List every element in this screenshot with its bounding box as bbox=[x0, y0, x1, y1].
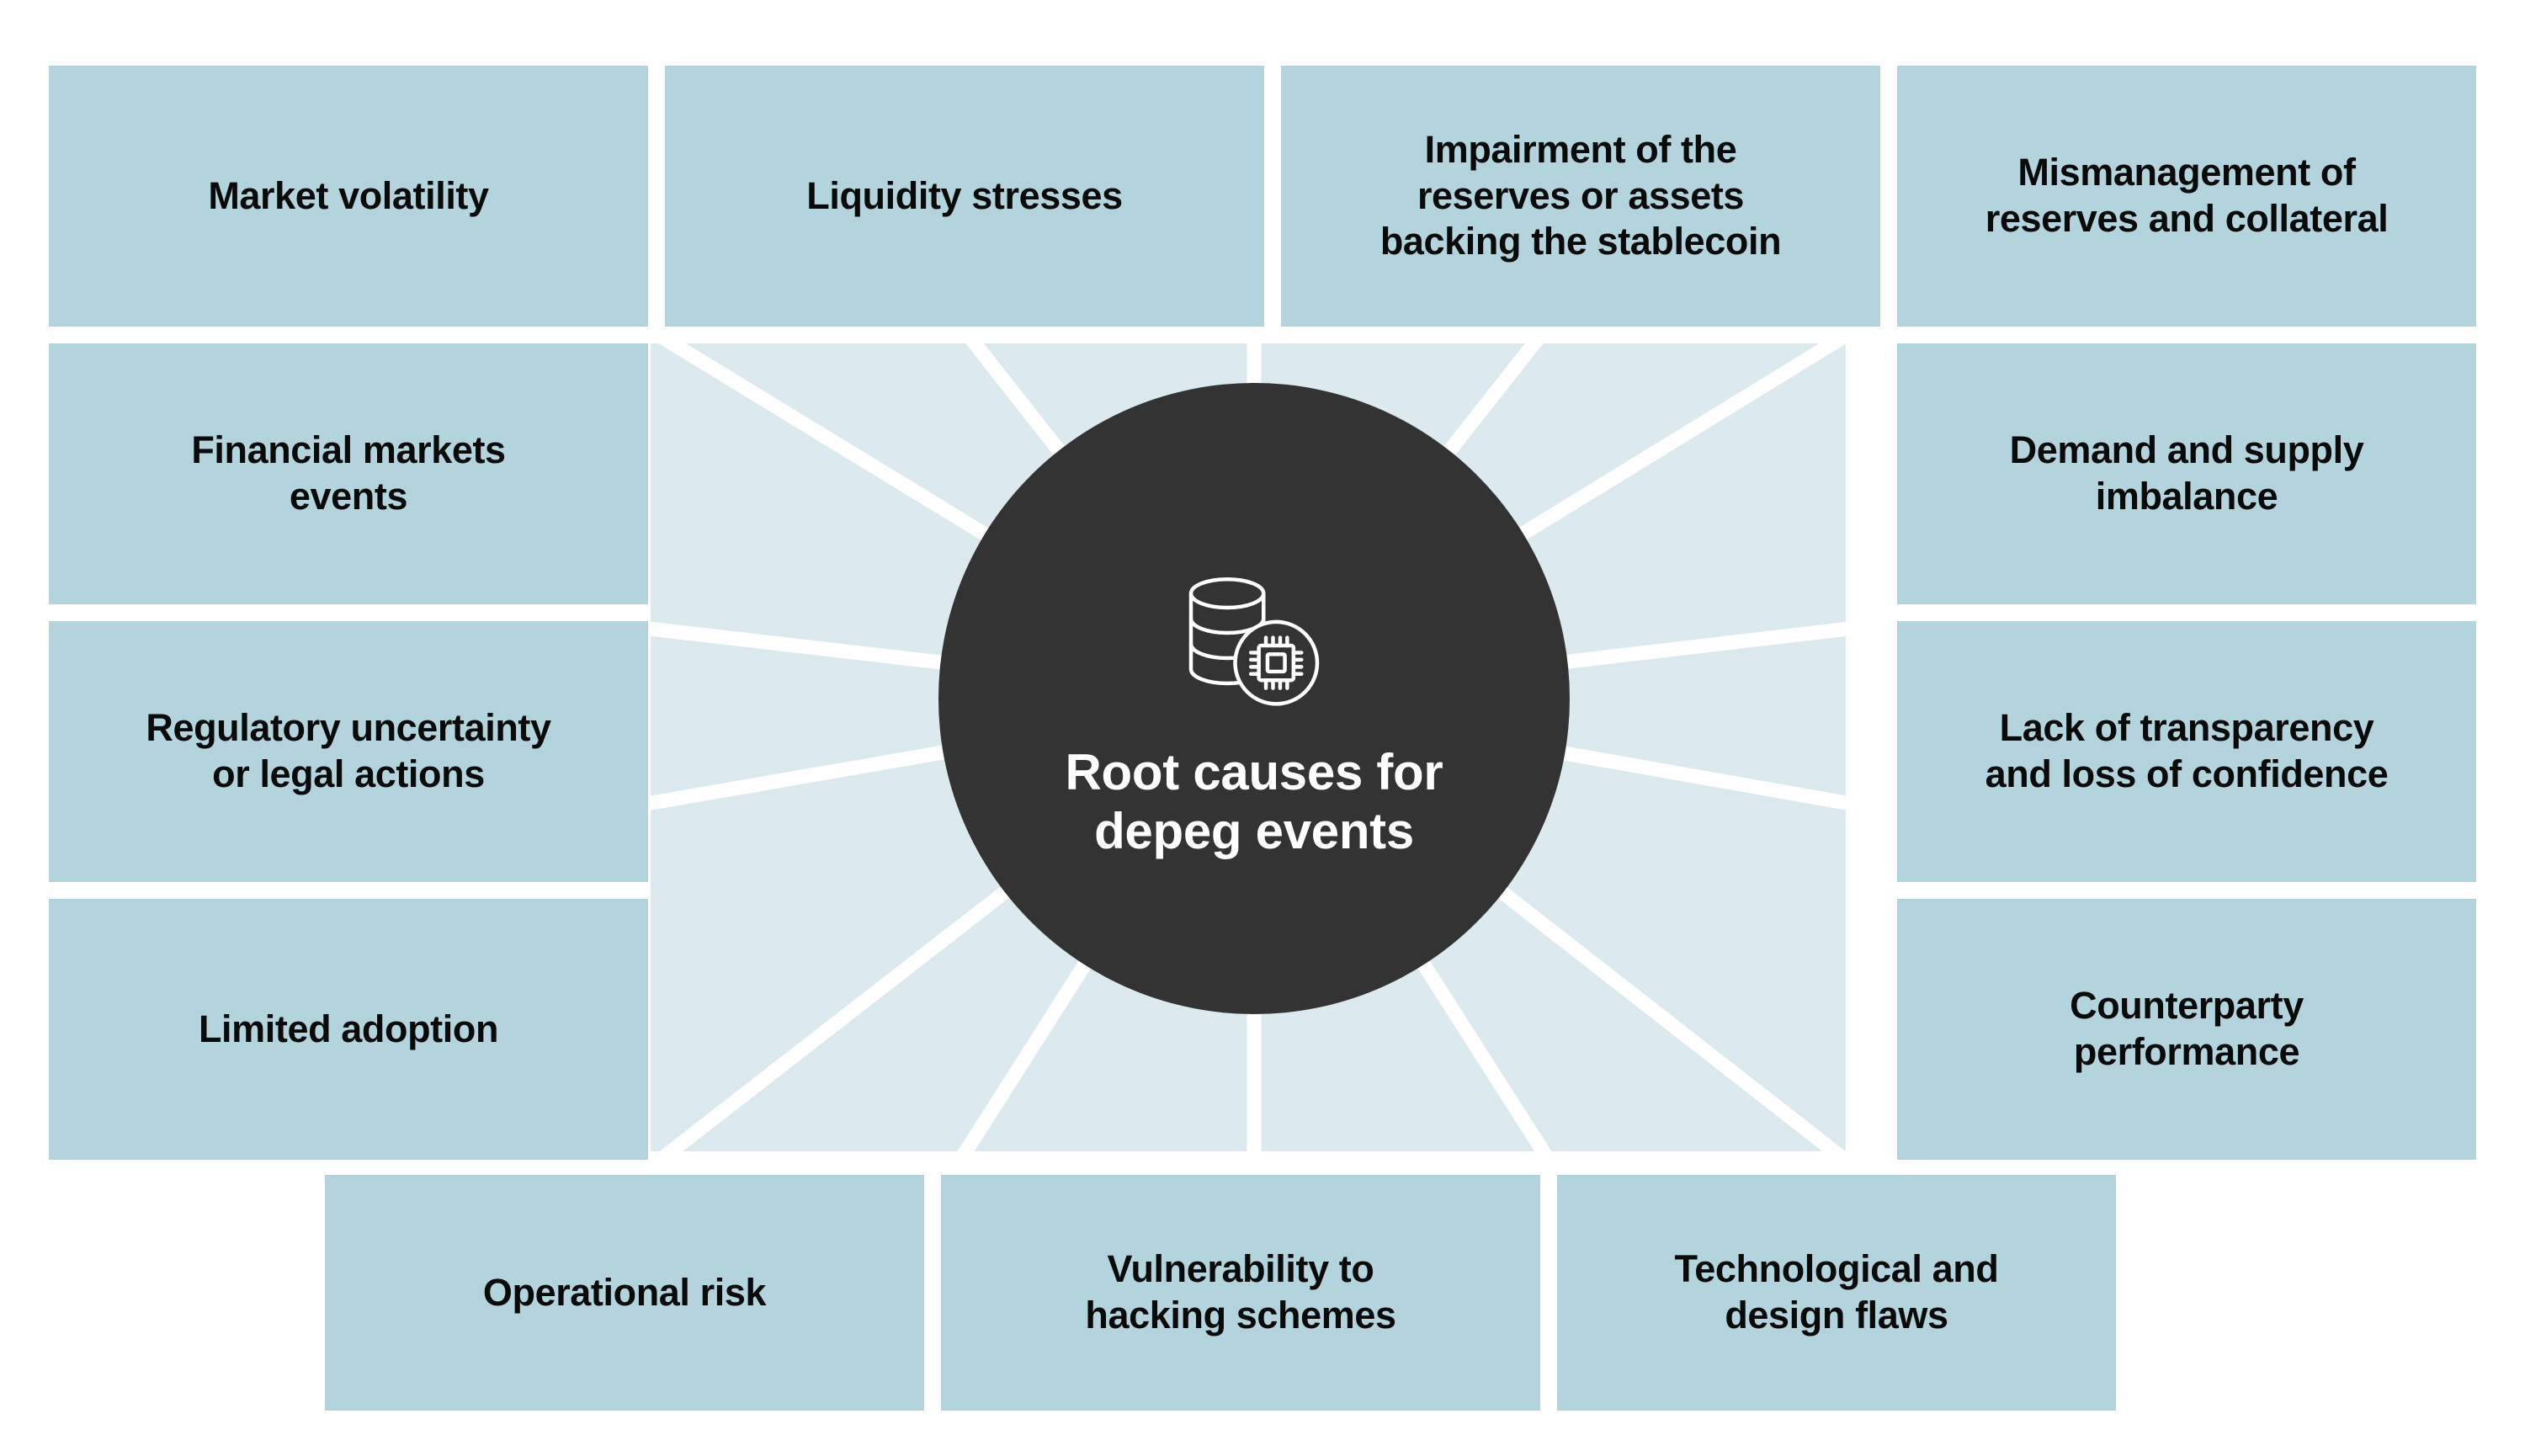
node-label: Vulnerability to hacking schemes bbox=[1085, 1247, 1396, 1336]
node-limited-adoption[interactable]: Limited adoption bbox=[49, 899, 648, 1160]
hub-center-circle[interactable]: Root causes for depeg events bbox=[938, 383, 1570, 1014]
node-label: Technological and design flaws bbox=[1674, 1247, 1999, 1336]
node-label: Market volatility bbox=[208, 173, 489, 217]
node-label: Financial markets events bbox=[191, 428, 506, 518]
node-financial-markets-events[interactable]: Financial markets events bbox=[49, 343, 648, 604]
node-lack-of-transparency[interactable]: Lack of transparency and loss of confide… bbox=[1897, 621, 2476, 882]
node-operational-risk[interactable]: Operational risk bbox=[325, 1175, 924, 1411]
node-mismanagement-of-reserves[interactable]: Mismanagement of reserves and collateral bbox=[1897, 66, 2476, 327]
node-label: Mismanagement of reserves and collateral bbox=[1985, 151, 2389, 240]
node-label: Demand and supply imbalance bbox=[2009, 428, 2364, 518]
node-label: Operational risk bbox=[482, 1270, 767, 1314]
node-label: Liquidity stresses bbox=[806, 173, 1123, 217]
node-label: Impairment of the reserves or assets bac… bbox=[1379, 127, 1782, 263]
database-chip-icon bbox=[1188, 577, 1320, 707]
node-liquidity-stresses[interactable]: Liquidity stresses bbox=[665, 66, 1264, 327]
node-technological-design-flaws[interactable]: Technological and design flaws bbox=[1557, 1175, 2116, 1411]
hub-title: Root causes for depeg events bbox=[1065, 744, 1443, 859]
node-market-volatility[interactable]: Market volatility bbox=[49, 66, 648, 327]
node-label: Regulatory uncertainty or legal actions bbox=[146, 706, 551, 795]
node-counterparty-performance[interactable]: Counterparty performance bbox=[1897, 899, 2476, 1160]
node-label: Limited adoption bbox=[198, 1007, 499, 1050]
node-label: Counterparty performance bbox=[2070, 984, 2304, 1073]
node-demand-supply-imbalance[interactable]: Demand and supply imbalance bbox=[1897, 343, 2476, 604]
node-regulatory-uncertainty[interactable]: Regulatory uncertainty or legal actions bbox=[49, 621, 648, 882]
node-label: Lack of transparency and loss of confide… bbox=[1985, 706, 2389, 795]
node-vulnerability-to-hacking[interactable]: Vulnerability to hacking schemes bbox=[941, 1175, 1540, 1411]
node-impairment-of-reserves[interactable]: Impairment of the reserves or assets bac… bbox=[1281, 66, 1880, 327]
